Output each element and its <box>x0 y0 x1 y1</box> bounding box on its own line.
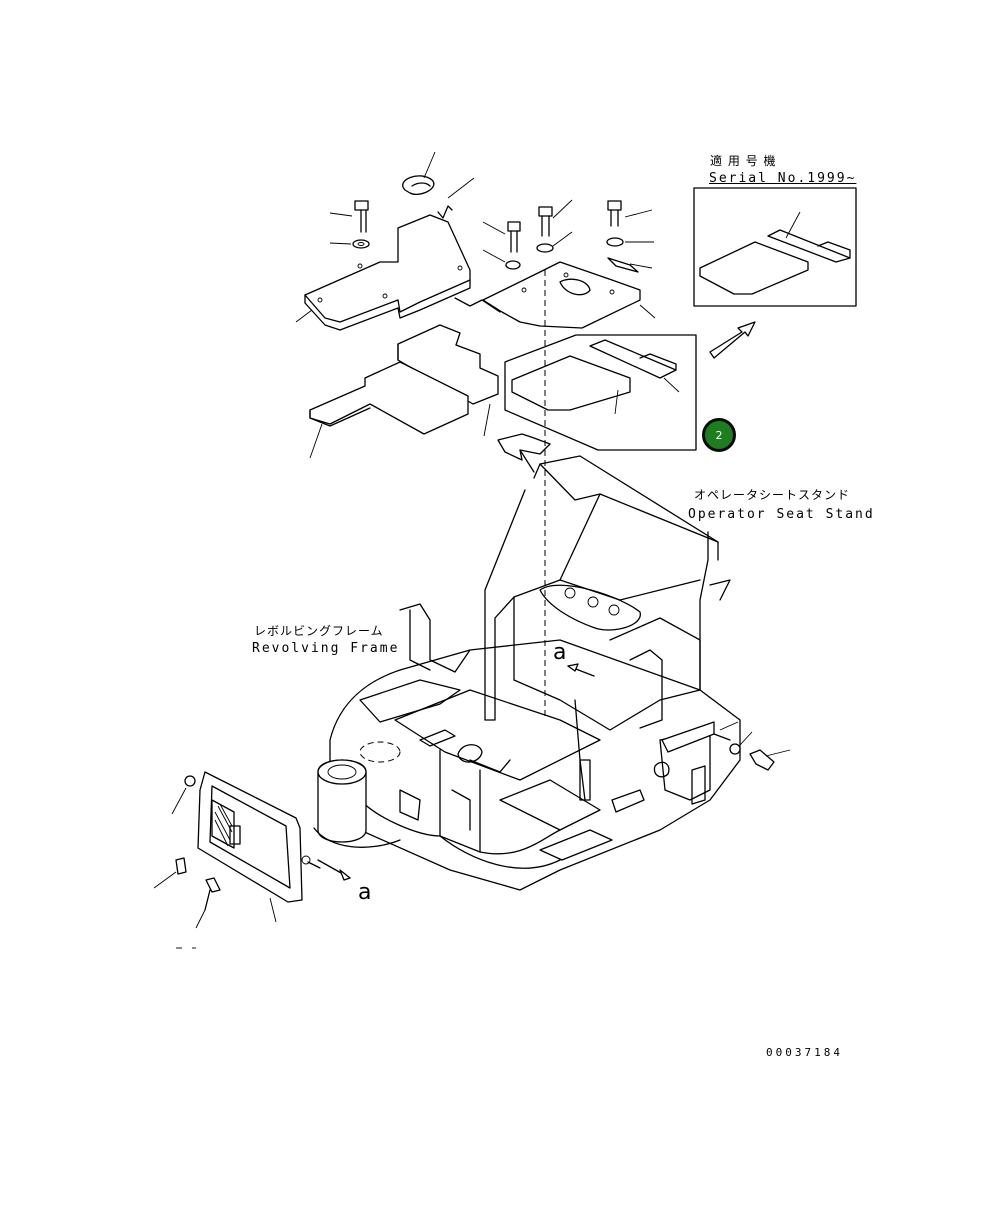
revolving-frame-label-jp: レボルビングフレーム <box>254 624 384 638</box>
serial-inset <box>693 187 857 359</box>
front-cover <box>153 771 351 949</box>
revolving-frame-label-en: Revolving Frame <box>252 641 400 656</box>
view-mark-upper: a <box>553 640 567 665</box>
serial-label-jp: 適 用 号 機 <box>710 154 777 168</box>
callout-2[interactable]: 2 <box>702 418 736 452</box>
seat-stand <box>484 270 731 801</box>
cover-plates <box>295 214 656 331</box>
operator-seat-stand-label-jp: オペレータシートスタンド <box>694 488 851 502</box>
operator-seat-stand-label-en: Operator Seat Stand <box>688 507 875 522</box>
fastener-group <box>329 151 654 273</box>
drawing-number: 00037184 <box>766 1046 843 1059</box>
revolving-frame <box>313 603 791 891</box>
view-arrowhead <box>567 663 579 672</box>
view-mark-lower: a <box>358 880 372 905</box>
serial-label-en: Serial No.1999~ <box>709 171 857 186</box>
seat-pad-inset <box>504 334 697 451</box>
floor-mats <box>309 324 499 459</box>
